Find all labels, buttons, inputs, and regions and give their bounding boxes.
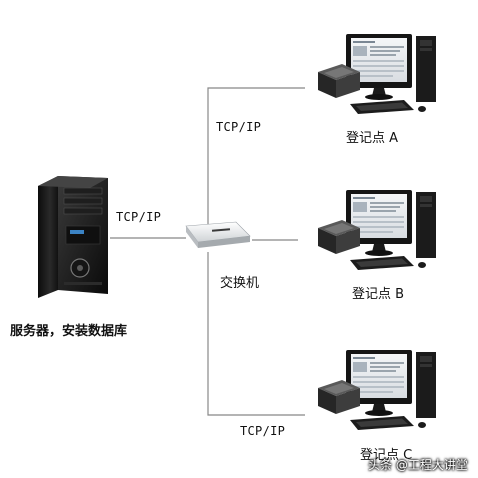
station-b-label: 登记点 B (352, 287, 405, 302)
station-a-link-protocol-label: TCP/IP (216, 120, 262, 134)
server-tower (38, 176, 108, 298)
station-a-workstation (318, 34, 436, 114)
station-c-label: 登记点 C (360, 448, 413, 463)
link-switch-station-c (207, 252, 305, 416)
switch-label: 交换机 (220, 276, 260, 291)
connection-lines (110, 87, 305, 416)
station-c-link-protocol-label: TCP/IP (240, 424, 286, 438)
station-a-label: 登记点 A (346, 131, 399, 146)
station-c-workstation (318, 350, 436, 430)
server-label: 服务器，安装数据库 (10, 324, 128, 339)
link-switch-station-a (207, 87, 305, 228)
station-b-workstation (318, 190, 436, 270)
server-link-protocol-label: TCP/IP (116, 210, 162, 224)
network-switch (185, 221, 251, 248)
watermark: 头条 @工程大讲堂 (368, 458, 468, 472)
